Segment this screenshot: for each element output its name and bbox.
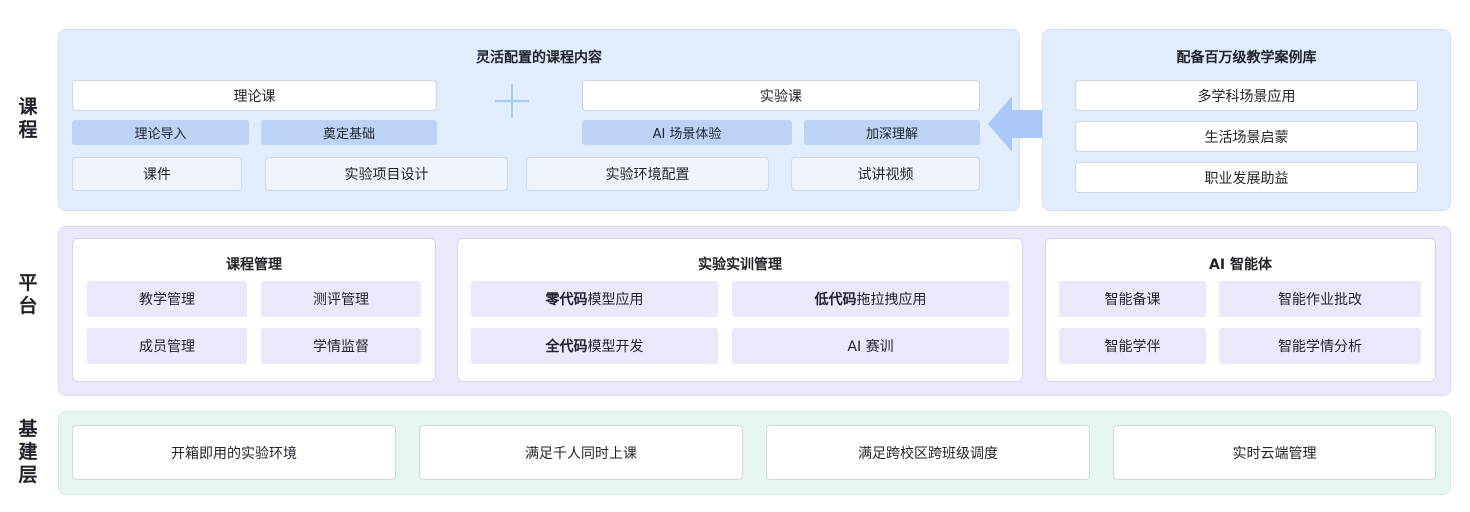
course-management-title: 课程管理: [226, 257, 282, 273]
experiment-tag: 加深理解: [804, 120, 980, 145]
experiment-tag: AI 场景体验: [582, 120, 792, 145]
ai-agent-item: 智能学伴: [1059, 328, 1206, 364]
flex-course-title: 灵活配置的课程内容: [476, 50, 602, 66]
ai-agent-item: 智能学情分析: [1219, 328, 1421, 364]
plus-icon: [493, 82, 531, 120]
ai-agent-item: 智能备课: [1059, 281, 1206, 317]
infra-item: 满足跨校区跨班级调度: [766, 425, 1090, 480]
case-item: 多学科场景应用: [1075, 80, 1418, 111]
lab-management-title: 实验实训管理: [698, 257, 782, 273]
case-item: 职业发展助益: [1075, 162, 1418, 193]
course-management-item: 测评管理: [261, 281, 421, 317]
course-management-item: 教学管理: [87, 281, 247, 317]
resource-box: 实验项目设计: [265, 157, 508, 191]
ai-agent-title: AI 智能体: [1209, 257, 1272, 273]
course-management-item: 成员管理: [87, 328, 247, 364]
lab-management-item: 低代码拖拉拽应用: [732, 281, 1009, 317]
lab-management-item: AI 赛训: [732, 328, 1009, 364]
infra-item: 满足千人同时上课: [419, 425, 743, 480]
theory-course-box: 理论课: [72, 80, 437, 111]
lab-management-item: 全代码模型开发: [471, 328, 718, 364]
theory-tag: 理论导入: [72, 120, 249, 145]
section-label-course: 课 程: [18, 96, 38, 141]
lab-management-item: 零代码模型应用: [471, 281, 718, 317]
course-management-item: 学情监督: [261, 328, 421, 364]
case-item: 生活场景启蒙: [1075, 121, 1418, 152]
section-label-platform: 平 台: [18, 272, 38, 317]
ai-agent-item: 智能作业批改: [1219, 281, 1421, 317]
infra-item: 开箱即用的实验环境: [72, 425, 396, 480]
case-library-title: 配备百万级教学案例库: [1176, 50, 1317, 66]
theory-tag: 奠定基础: [261, 120, 437, 145]
section-label-infra: 基 建 层: [18, 418, 38, 486]
resource-box: 课件: [72, 157, 242, 191]
resource-box: 实验环境配置: [526, 157, 769, 191]
experiment-course-box: 实验课: [582, 80, 980, 111]
infra-item: 实时云端管理: [1113, 425, 1436, 480]
resource-box: 试讲视频: [791, 157, 980, 191]
